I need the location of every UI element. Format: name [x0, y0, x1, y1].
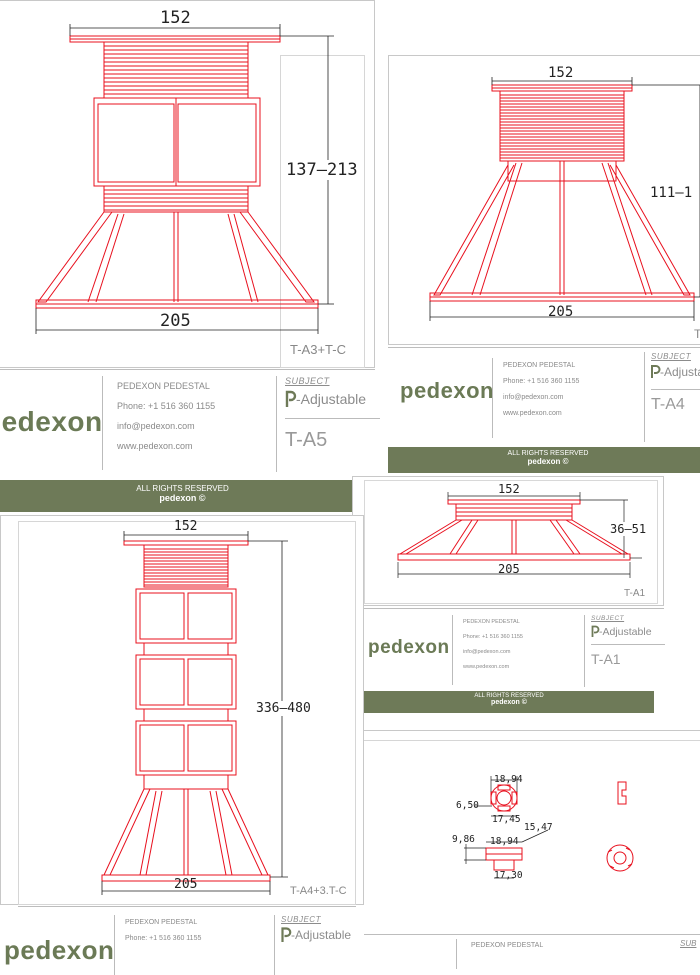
phone-text: Phone: +1 516 360 1155: [463, 634, 523, 640]
footer-brand: pedexon ©: [491, 699, 527, 706]
web-text: www.pedexon.com: [463, 664, 510, 670]
detail-dim: 18,94: [494, 774, 523, 785]
top-width-dim: 152: [174, 519, 198, 534]
pedestal-drawing-t-a4: [429, 77, 700, 321]
part-detail-drawing: [464, 776, 634, 879]
footer-bar: ALL RIGHTS RESERVED pedexon ©: [0, 480, 375, 512]
company-name: PEDEXON PEDESTAL: [503, 362, 576, 369]
p-logo-icon: [591, 625, 600, 638]
email-text: info@pedexon.com: [503, 394, 564, 401]
top-width-dim: 152: [160, 8, 191, 28]
sheet-t-a4-3-t-c: 152 205 336–480 T-A4+3.T-C pedexon PEDEX…: [0, 515, 364, 975]
detail-dim: 17,45: [492, 814, 521, 825]
email-text: info@pedexon.com: [463, 649, 511, 655]
title-block: pedexon PEDEXON PEDESTAL Phone: +1 516 3…: [4, 906, 356, 975]
subject-name: -Adjustable: [285, 390, 380, 408]
title-block: pedexon PEDEXON PEDESTAL Phone: +1 516 3…: [0, 369, 380, 479]
phone-text: Phone: +1 516 360 1155: [503, 378, 580, 385]
base-width-dim: 205: [174, 877, 198, 892]
brand-logo: pedexon: [400, 378, 494, 403]
height-range-dim: 111–1: [650, 185, 693, 201]
detail-dim: 18,94: [490, 836, 519, 847]
subject-name: -Adjustable: [591, 625, 665, 638]
sheet-code: T-A1: [591, 644, 665, 667]
model-tag: T-A3+T-C: [290, 342, 346, 357]
contact-info: PEDEXON PEDESTAL Phone: +1 516 360 1155 …: [452, 615, 523, 685]
footer-bar: ALL RIGHTS RESERVED pedexon ©: [388, 447, 700, 473]
brand-logo: pedexon: [368, 637, 450, 658]
model-tag: T: [694, 327, 700, 341]
top-width-dim: 152: [548, 65, 574, 81]
drawing-frame: [388, 55, 700, 345]
footer-bar: ALL RIGHTS RESERVED pedexon ©: [364, 691, 654, 713]
company-name: PEDEXON PEDESTAL: [471, 942, 544, 949]
height-range-dim: 137–213: [286, 160, 358, 180]
sheet-t-a1: 152 205 36–51 T-A1 pedexon PEDEXON PEDES…: [352, 476, 665, 716]
subject-label: SUBJECT: [591, 615, 625, 622]
p-logo-icon: [285, 390, 297, 408]
title-block: pedexon PEDEXON PEDESTAL Phone: +1 516 3…: [352, 608, 665, 690]
pedestal-drawing-t-a4-3-t-c: [101, 531, 288, 895]
top-width-dim: 152: [498, 482, 520, 496]
detail-dim: 9,86: [452, 834, 475, 845]
drawing-inner-frame: [364, 480, 658, 604]
brand-logo: pedexon: [4, 935, 115, 965]
model-tag: T-A4+3.T-C: [290, 885, 347, 897]
rights-text: ALL RIGHTS RESERVED: [507, 450, 589, 457]
subject-label: SUB: [680, 939, 697, 948]
base-width-dim: 205: [498, 562, 520, 576]
subject-label: SUBJECT: [281, 915, 321, 924]
web-text: www.pedexon.com: [503, 410, 562, 417]
subject-box: SUBJECT -Adjustable T-A5: [276, 376, 380, 472]
subject-box: SUBJECT -Adjustable T-A4: [644, 352, 700, 442]
model-tag: T-A1: [624, 588, 646, 599]
base-width-dim: 205: [160, 311, 191, 331]
contact-info: PEDEXON PEDESTAL Phone: +1 516 360 1155 …: [492, 358, 579, 438]
sheet-detail: 18,94 6,50 17,45 9,86 15,47 18,94 17,30 …: [334, 730, 700, 969]
rights-text: ALL RIGHTS RESERVED: [136, 484, 229, 493]
drawing-inner-frame: [18, 521, 356, 905]
contact-info: PEDEXON PEDESTAL Phone: +1 516 360 1155: [114, 915, 201, 975]
phone-text: Phone: +1 516 360 1155: [117, 401, 216, 411]
subject-name: -Adjustable: [281, 927, 361, 943]
rights-text: ALL RIGHTS RESERVED: [474, 693, 544, 699]
email-text: info@pedexon.com: [117, 421, 195, 431]
brand-logo: pedexon: [0, 406, 103, 437]
contact-info: PEDEXON PEDESTAL: [456, 939, 543, 969]
p-logo-icon: [651, 365, 661, 379]
drawing-frame: [0, 0, 375, 368]
drawing-inner-frame: [280, 55, 365, 368]
sheet-t-a4: 152 205 111–1 T pedexon PEDEXON PEDESTAL…: [388, 55, 700, 475]
footer-brand: pedexon ©: [159, 493, 206, 503]
sheet-t-a5: 152 205 137–213 T-A3+T-C pedexon PEDEXON…: [0, 0, 380, 512]
contact-info: PEDEXON PEDESTAL Phone: +1 516 360 1155 …: [102, 376, 215, 470]
company-name: PEDEXON PEDESTAL: [463, 619, 520, 625]
subject-box: SUBJECT -Adjustable: [274, 915, 361, 975]
sheet-code: T-A4: [651, 389, 700, 414]
subject-label: SUBJECT: [285, 376, 330, 386]
subject-name: -Adjustable: [651, 365, 700, 379]
height-range-dim: 336–480: [256, 701, 311, 716]
height-range-dim: 36–51: [610, 522, 647, 536]
title-block: PEDEXON PEDESTAL SUB: [346, 934, 700, 969]
detail-dim: 17,30: [494, 870, 523, 881]
p-logo-icon: [281, 927, 292, 943]
footer-brand: pedexon ©: [527, 457, 569, 466]
detail-dim: 6,50: [456, 800, 479, 811]
phone-text: Phone: +1 516 360 1155: [125, 935, 202, 942]
web-text: www.pedexon.com: [117, 441, 193, 451]
pedestal-drawing-t-a5: [35, 24, 334, 334]
title-block: pedexon PEDEXON PEDESTAL Phone: +1 516 3…: [388, 347, 700, 445]
company-name: PEDEXON PEDESTAL: [125, 919, 198, 926]
subject-box: SUBJECT -Adjustable T-A1: [584, 615, 665, 687]
subject-label: SUBJECT: [651, 352, 691, 361]
pedestal-drawing-t-a1: [397, 492, 642, 578]
sheet-code: T-A5: [285, 418, 380, 452]
company-name: PEDEXON PEDESTAL: [117, 381, 210, 391]
detail-dim: 15,47: [524, 822, 553, 833]
base-width-dim: 205: [548, 304, 574, 320]
